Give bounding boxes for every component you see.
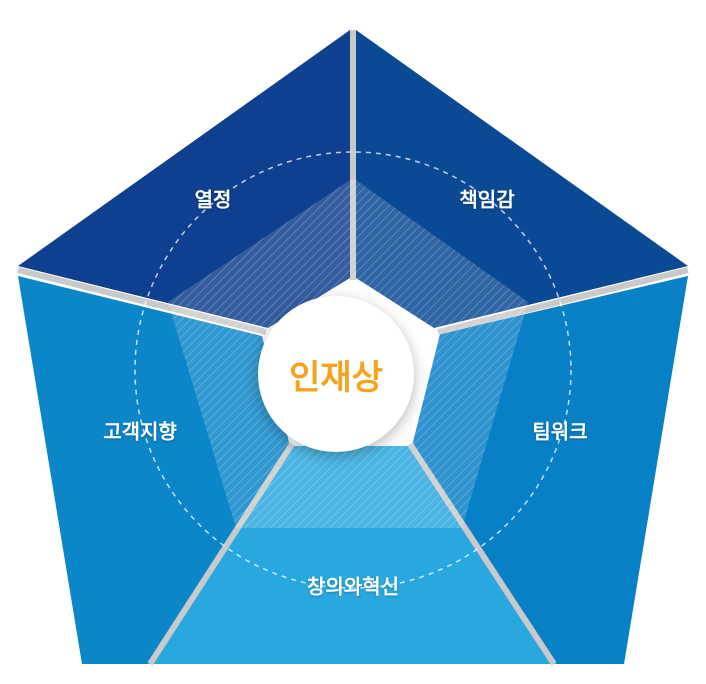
segment-label-creativity-innovation: 창의와혁신 [307,574,399,599]
center-label: 인재상 [289,357,383,398]
segment-label-customer-oriented: 고객지향 [103,419,177,444]
center-circle: 인재상 [258,296,414,452]
segment-creativity-innovation [150,446,556,664]
segment-label-responsibility: 책임감 [459,187,515,212]
segment-label-passion: 열정 [194,187,232,212]
dashed-ring [134,151,572,589]
segment-label-teamwork: 팀워크 [532,419,588,444]
